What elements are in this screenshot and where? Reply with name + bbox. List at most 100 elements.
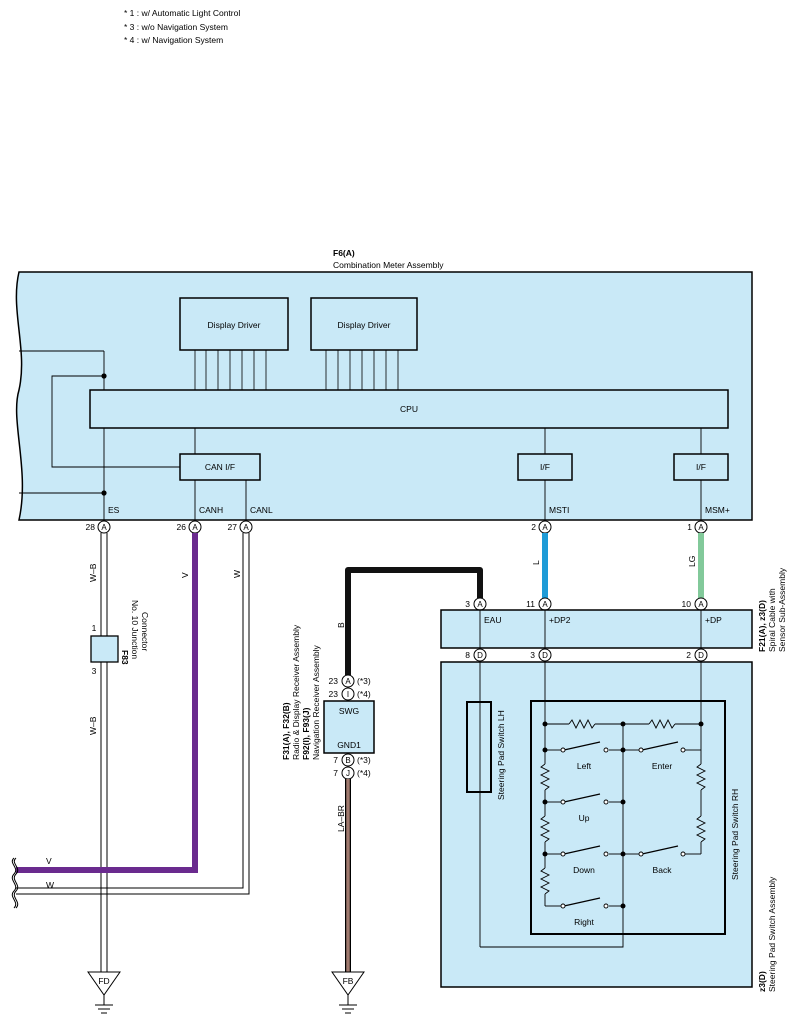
wire-label-b: B — [336, 622, 346, 628]
can-if-box — [179, 453, 261, 481]
radio-term-gnd1: GND1 — [337, 740, 361, 750]
display-driver-1-label: Display Driver — [208, 320, 261, 330]
ground-fb: FB — [331, 971, 365, 1014]
spiral-bottom-pins: 8 D 3 D 2 D — [465, 648, 708, 662]
switch-label-down: Down — [573, 865, 595, 875]
pin-number: 1 — [687, 522, 692, 532]
switch-contacts — [560, 741, 686, 909]
ground-fd: FD — [87, 971, 121, 1014]
meter-code: F6(A) — [333, 248, 355, 258]
pin-number: 3 — [530, 650, 535, 660]
pin-connector: I — [347, 690, 349, 699]
pin-connector: A — [542, 600, 548, 609]
pin-number: 2 — [686, 650, 691, 660]
cpu-label: CPU — [400, 404, 418, 414]
note-4: * 4 : w/ Navigation System — [124, 35, 223, 45]
pin-number: 7 — [333, 755, 338, 765]
radio-name-2: Navigation Receiver Assembly — [311, 644, 321, 760]
term-msm: MSM+ — [705, 505, 730, 515]
pin-connector: D — [477, 651, 483, 660]
radio-name-1: Radio & Display Receiver Assembly — [291, 624, 301, 760]
spiral-term-eau: EAU — [484, 615, 501, 625]
pin-number: 2 — [531, 522, 536, 532]
spiral-cable-box — [440, 609, 753, 649]
pin-connector: A — [345, 677, 351, 686]
meter-pins: 28 A 26 A 27 A 2 A 1 A — [86, 520, 708, 534]
radio-pins-top: 23 A (*3) 23 I (*4) — [329, 674, 371, 701]
switch-left — [560, 741, 609, 753]
wire-v-purple — [16, 533, 198, 873]
pin-connector: D — [542, 651, 548, 660]
pin-note: (*4) — [357, 689, 371, 699]
junction-name-1: No. 10 Junction — [130, 600, 140, 659]
radio-pins-bottom: 7 B (*3) 7 J (*4) — [333, 753, 371, 780]
pin-number: 23 — [329, 689, 339, 699]
radio-code-2: F92(I), F93(J) — [301, 707, 311, 760]
display-driver-2-label: Display Driver — [338, 320, 391, 330]
wire-label-w: W — [232, 570, 242, 578]
pin-connector: B — [345, 756, 350, 765]
wire-label-v: V — [180, 572, 190, 578]
wire-label-lg: LG — [687, 556, 697, 567]
pin-connector: J — [346, 769, 350, 778]
junction-code: F83 — [120, 650, 130, 665]
switch-back — [638, 845, 686, 857]
switch-label-enter: Enter — [652, 761, 672, 771]
wire-w — [16, 533, 250, 895]
ground-fd-label: FD — [98, 976, 109, 986]
wire-label-v-left: V — [46, 856, 52, 866]
wire-label-l: L — [531, 560, 541, 565]
pin-number: 11 — [526, 599, 535, 609]
junction-dot — [101, 490, 107, 496]
term-canl: CANL — [250, 505, 273, 515]
pin-connector: A — [101, 523, 107, 532]
wire-label-wb-bottom: W–B — [88, 716, 98, 735]
radio-box — [323, 700, 375, 754]
spiral-term-dp2: +DP2 — [549, 615, 571, 625]
pin-connector: A — [698, 600, 704, 609]
steering-lh-label: Steering Pad Switch LH — [496, 710, 506, 800]
pin-number: 3 — [465, 599, 470, 609]
term-es: ES — [108, 505, 120, 515]
pin-number: 26 — [177, 522, 187, 532]
pin-connector: A — [542, 523, 548, 532]
cpu-box — [89, 389, 729, 429]
if-label-2: I/F — [696, 462, 706, 472]
steering-name: Steering Pad Switch Assembly — [767, 876, 777, 992]
display-driver-2-box — [310, 297, 418, 351]
steering-rh-label: Steering Pad Switch RH — [730, 789, 740, 880]
wire-label-w-left: W — [46, 880, 54, 890]
switch-label-left: Left — [577, 761, 592, 771]
steering-code: z3(D) — [757, 971, 767, 992]
radio-term-swg: SWG — [339, 706, 359, 716]
switch-label-right: Right — [574, 917, 594, 927]
spiral-code: F21(A), z3(D) — [757, 600, 767, 652]
driver-bus-lines — [194, 350, 399, 390]
pin-note: (*3) — [357, 755, 371, 765]
pin-connector: A — [698, 523, 704, 532]
spiral-top-pins: 3 A 11 A 10 A — [465, 597, 708, 611]
pin-number: 27 — [228, 522, 238, 532]
switch-label-up: Up — [579, 813, 590, 823]
pin-number: 7 — [333, 768, 338, 778]
switch-label-back: Back — [653, 865, 673, 875]
steering-pad-switch-rh — [530, 700, 726, 935]
junction-dot — [101, 373, 107, 379]
term-msti: MSTI — [549, 505, 569, 515]
ground-fb-label: FB — [343, 976, 354, 986]
meter-name: Combination Meter Assembly — [333, 260, 444, 270]
display-driver-1-box — [179, 297, 289, 351]
wire-label-labr: LA–BR — [336, 805, 346, 832]
radio-code-1: F31(A), F32(B) — [281, 702, 291, 760]
pin-connector: D — [698, 651, 704, 660]
spiral-internal-lines — [479, 610, 702, 648]
pin-note: (*3) — [357, 676, 371, 686]
wire-wb — [100, 533, 108, 972]
pin-number: 8 — [465, 650, 470, 660]
switch-up — [560, 793, 609, 805]
junction-connector-f83 — [90, 635, 119, 663]
pin-note: (*4) — [357, 768, 371, 778]
switch-circuit-lines — [479, 661, 707, 948]
wire-b-black — [345, 567, 483, 675]
